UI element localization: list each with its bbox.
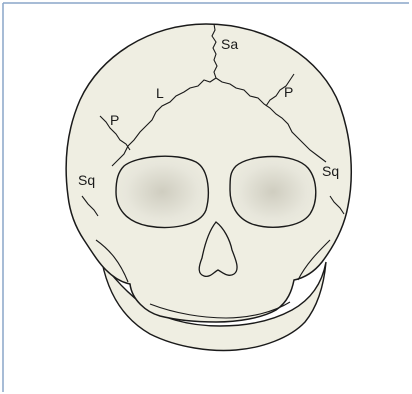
label-squamous-left: Sq (78, 172, 95, 188)
label-lambdoid: L (156, 85, 164, 101)
orbit-right (230, 157, 316, 228)
label-squamous-right: Sq (322, 163, 339, 179)
label-parietal-right: P (284, 84, 293, 100)
label-sagittal: Sa (221, 36, 238, 52)
label-parietal-left: P (110, 112, 119, 128)
orbit-left (116, 156, 208, 227)
